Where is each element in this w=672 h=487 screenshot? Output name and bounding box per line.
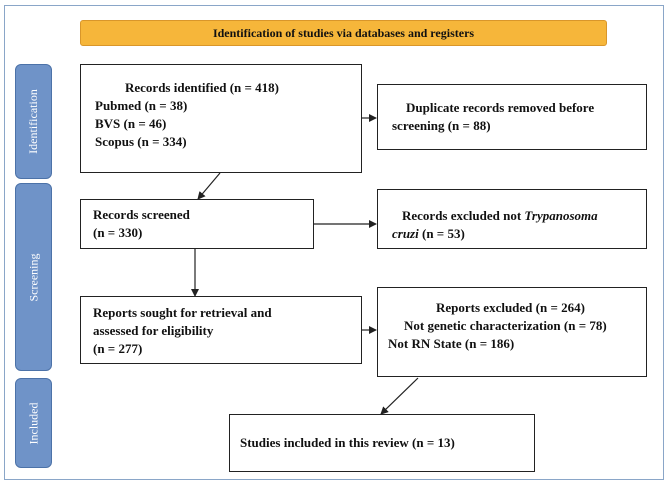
records-screened-line1: Records screened: [93, 207, 190, 222]
records-excluded-line1: Records excluded not Trypanosoma: [392, 207, 646, 225]
phase-included: Included: [15, 378, 52, 468]
reports-sought-line1: Reports sought for retrieval and: [93, 305, 272, 320]
duplicates-line2: screening (n = 88): [392, 118, 491, 133]
records-excluded-box: Records excluded not Trypanosoma cruzi (…: [377, 189, 647, 249]
records-scopus: Scopus (n = 334): [95, 134, 187, 149]
studies-included-line1: Studies included in this review (n = 13): [240, 435, 455, 450]
records-identified-box: Records identified (n = 418) Pubmed (n =…: [80, 64, 362, 173]
duplicates-removed-box: Duplicate records removed before screeni…: [377, 84, 647, 150]
records-excluded-line2-suffix: (n = 53): [418, 226, 465, 241]
reports-sought-line3: (n = 277): [93, 341, 143, 356]
reports-excluded-line2: Not genetic characterization (n = 78): [404, 318, 607, 333]
records-excluded-line1-prefix: Records excluded not: [402, 208, 525, 223]
records-screened-box: Records screened (n = 330): [80, 199, 314, 249]
records-bvs: BVS (n = 46): [95, 116, 167, 131]
reports-excluded-title: Reports excluded (n = 264): [436, 300, 585, 315]
reports-sought-box: Reports sought for retrieval and assesse…: [80, 296, 362, 364]
reports-excluded-box: Reports excluded (n = 264) Not genetic c…: [377, 287, 647, 377]
reports-sought-line2: assessed for eligibility: [93, 323, 214, 338]
records-pubmed: Pubmed (n = 38): [95, 98, 188, 113]
arrow-identified-to-screened: [197, 172, 221, 200]
studies-included-box: Studies included in this review (n = 13): [229, 414, 535, 472]
reports-excluded-line3: Not RN State (n = 186): [388, 336, 515, 351]
duplicates-line1: Duplicate records removed before: [406, 100, 595, 115]
records-excluded-line2: cruzi (n = 53): [392, 225, 646, 243]
arrow-excluded-to-included: [380, 377, 419, 415]
header-title: Identification of studies via databases …: [212, 25, 475, 40]
records-identified-title: Records identified (n = 418): [125, 80, 280, 95]
header-bar: Identification of studies via databases …: [80, 20, 607, 46]
phase-identification: Identification: [15, 64, 52, 179]
phase-screening: Screening: [15, 183, 52, 371]
records-excluded-line2-italic: cruzi: [392, 226, 419, 241]
records-screened-line2: (n = 330): [93, 225, 143, 240]
records-excluded-line1-italic: Trypanosoma: [524, 208, 598, 223]
